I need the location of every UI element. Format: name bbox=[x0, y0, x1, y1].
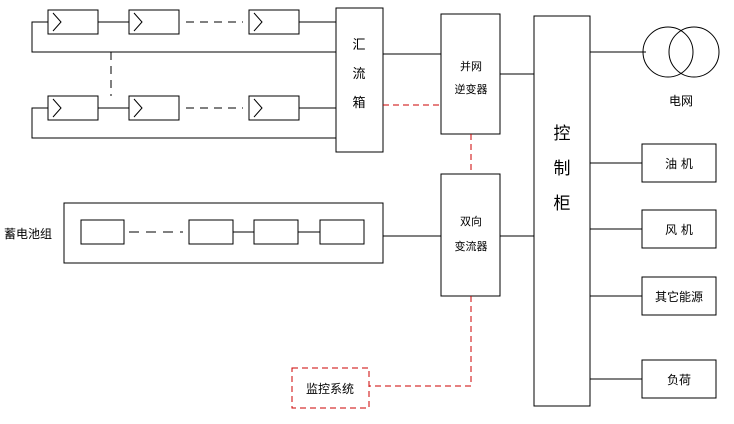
pv-panel-mark bbox=[253, 98, 263, 118]
other-energy-box bbox=[641, 276, 717, 316]
combiner-label-1: 汇 bbox=[352, 38, 365, 53]
pv-panel bbox=[47, 95, 99, 121]
pv-panel-mark bbox=[52, 12, 62, 32]
wind-turbine-label: 风 机 bbox=[665, 223, 693, 237]
pv-panel-mark bbox=[133, 12, 143, 32]
grid-inverter-box bbox=[440, 13, 501, 135]
combiner-label-2: 流 bbox=[352, 67, 365, 82]
battery-cell bbox=[253, 219, 299, 245]
monitoring-system-box bbox=[291, 367, 370, 409]
cabinet-label-2: 制 bbox=[554, 159, 571, 179]
inverter-label-1: 并网 bbox=[460, 59, 482, 73]
grid-label: 电网 bbox=[669, 94, 693, 108]
diesel-generator-label: 油 机 bbox=[665, 157, 693, 171]
pv-panel bbox=[128, 9, 180, 35]
pv-panel-mark bbox=[253, 12, 263, 32]
pv-panel-mark bbox=[52, 98, 62, 118]
battery-cell bbox=[319, 219, 365, 245]
inverter-label-2: 逆变器 bbox=[455, 82, 488, 96]
control-cabinet-box bbox=[533, 15, 591, 407]
diesel-generator-box bbox=[641, 143, 717, 183]
bidirectional-converter-box bbox=[440, 173, 501, 297]
battery-cell bbox=[80, 219, 125, 245]
other-energy-label: 其它能源 bbox=[655, 289, 703, 304]
monitoring-system-label: 监控系统 bbox=[306, 382, 354, 396]
pv-panel bbox=[248, 9, 300, 35]
cabinet-label-1: 控 bbox=[554, 124, 571, 144]
battery-group-label: 蓄电池组 bbox=[4, 227, 52, 241]
combiner-box bbox=[335, 7, 384, 153]
battery-cell bbox=[188, 219, 234, 245]
cabinet-label-3: 柜 bbox=[554, 194, 571, 214]
combiner-label-3: 箱 bbox=[352, 95, 365, 111]
pv-panel bbox=[248, 95, 300, 121]
pv-string-top bbox=[31, 9, 336, 53]
grid-transformer-coil bbox=[642, 26, 694, 78]
pv-panel-mark bbox=[133, 98, 143, 118]
pv-string-bottom bbox=[31, 95, 336, 139]
converter-label-1: 双向 bbox=[460, 214, 482, 228]
monitoring-links bbox=[291, 104, 472, 409]
load-box bbox=[641, 359, 717, 399]
pv-panel bbox=[128, 95, 180, 121]
grid-transformer-coil bbox=[668, 26, 720, 78]
converter-label-2: 变流器 bbox=[455, 239, 488, 253]
pv-panel bbox=[47, 9, 99, 35]
wind-turbine-box bbox=[641, 209, 717, 249]
battery-group-box bbox=[63, 202, 384, 264]
load-label: 负荷 bbox=[667, 373, 691, 387]
